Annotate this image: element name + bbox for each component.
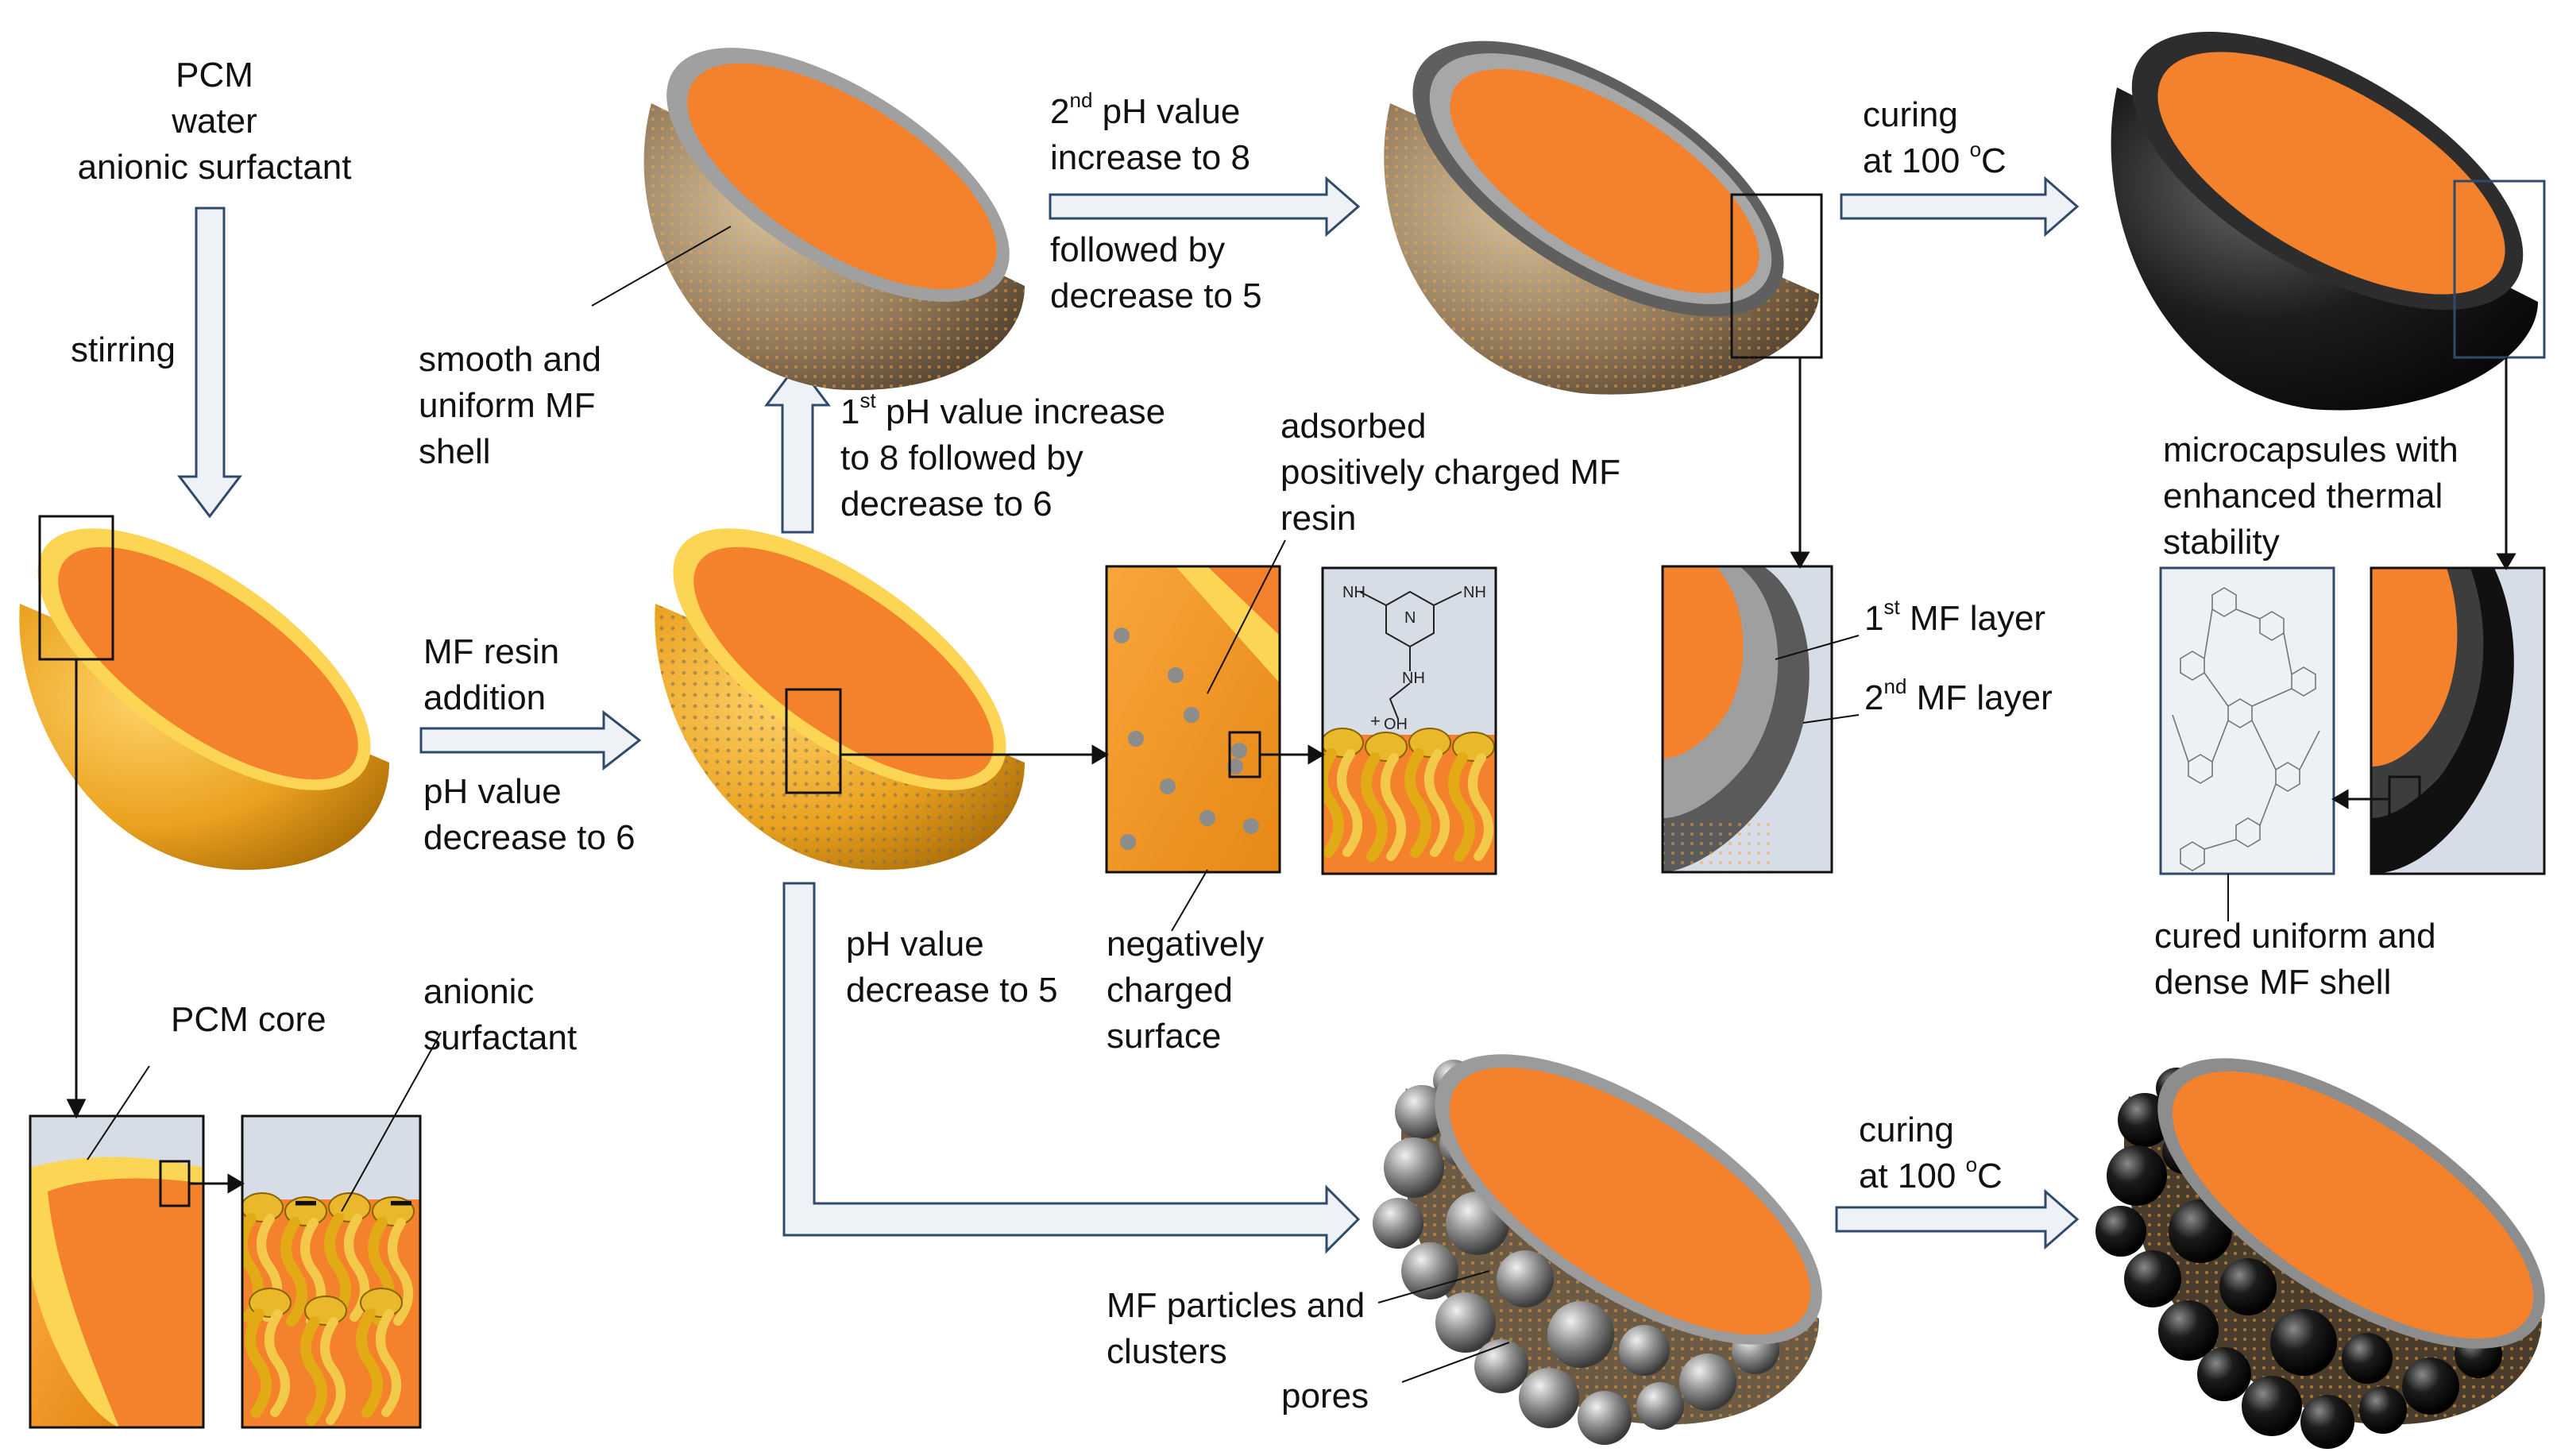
label-microcapsules: microcapsules with enhanced thermal stab… [2163, 431, 2459, 562]
svg-text:−: − [389, 1180, 413, 1226]
svg-text:NH: NH [1463, 584, 1486, 601]
label-curing-bottom: curing at 100 oC [1859, 1110, 2003, 1195]
label-mf-particles: MF particles and clusters [1107, 1286, 1365, 1371]
label-negatively-charged: negatively charged surface [1107, 925, 1265, 1056]
panel-cured-network [2159, 566, 2335, 875]
hemisphere-mf-resin [655, 528, 1025, 871]
arrow-ph5-bend [782, 882, 1361, 1254]
panel-negative-surface [1105, 565, 1281, 874]
label-adsorbed: adsorbed positively charged MF resin [1280, 407, 1620, 538]
label-curing-top: curing at 100 oC [1863, 95, 2007, 180]
label-first-layer: 1st MF layer [1864, 595, 2046, 638]
capsule-porous-black [2095, 1058, 2545, 1449]
panel-cured-shell [2370, 566, 2546, 875]
hemisphere-smooth-shell [643, 48, 1025, 391]
label-ph-decrease-5: pH value decrease to 5 [846, 925, 1058, 1010]
label-anionic-surfactant: anionic surfactant [423, 972, 577, 1057]
arrow-curing-top [1840, 176, 2080, 238]
panel-surfactant: − − [241, 1114, 422, 1429]
arrow-mf-addition [419, 709, 642, 771]
label-inputs: PCM water anionic surfactant [77, 56, 352, 187]
hemisphere-pcm-emulsion [19, 515, 389, 871]
hemisphere-two-layer [1384, 41, 1823, 395]
panel-mf-layers [1661, 565, 1833, 874]
svg-text:NH: NH [1402, 670, 1425, 687]
label-mf-resin-addition: MF resin addition [423, 632, 560, 717]
panel-pcm-core [29, 1114, 205, 1429]
svg-text:−: − [294, 1180, 318, 1226]
label-ph-decrease-6: pH value decrease to 6 [423, 772, 635, 857]
panel-adsorbed-resin: NH NH N NH + OH [1321, 566, 1497, 875]
capsule-porous-gray [1373, 1054, 1822, 1445]
connector-lines [66, 226, 2516, 1383]
arrow-first-ph [764, 361, 831, 534]
label-second-ph: 2nd pH value increase to 8 [1050, 88, 1250, 177]
hemisphere-cured [2111, 32, 2546, 411]
svg-text:OH: OH [1384, 716, 1408, 733]
label-cured-shell: cured uniform and dense MF shell [2154, 917, 2436, 1002]
arrow-stirring [176, 207, 243, 519]
svg-text:N: N [1404, 609, 1416, 627]
svg-text:NH: NH [1342, 584, 1365, 601]
arrow-curing-bottom [1835, 1188, 2080, 1250]
label-pores: pores [1281, 1377, 1369, 1415]
label-second-layer: 2nd MF layer [1864, 674, 2053, 717]
label-stirring: stirring [71, 330, 176, 369]
label-first-ph: 1st pH value increase to 8 followed by d… [840, 388, 1166, 523]
svg-text:+: + [1370, 711, 1381, 731]
label-smooth-shell: smooth and uniform MF shell [419, 340, 601, 471]
arrow-second-ph [1049, 176, 1361, 238]
label-pcm-core: PCM core [171, 1000, 326, 1039]
label-second-ph-followed: followed by decrease to 5 [1050, 230, 1262, 315]
